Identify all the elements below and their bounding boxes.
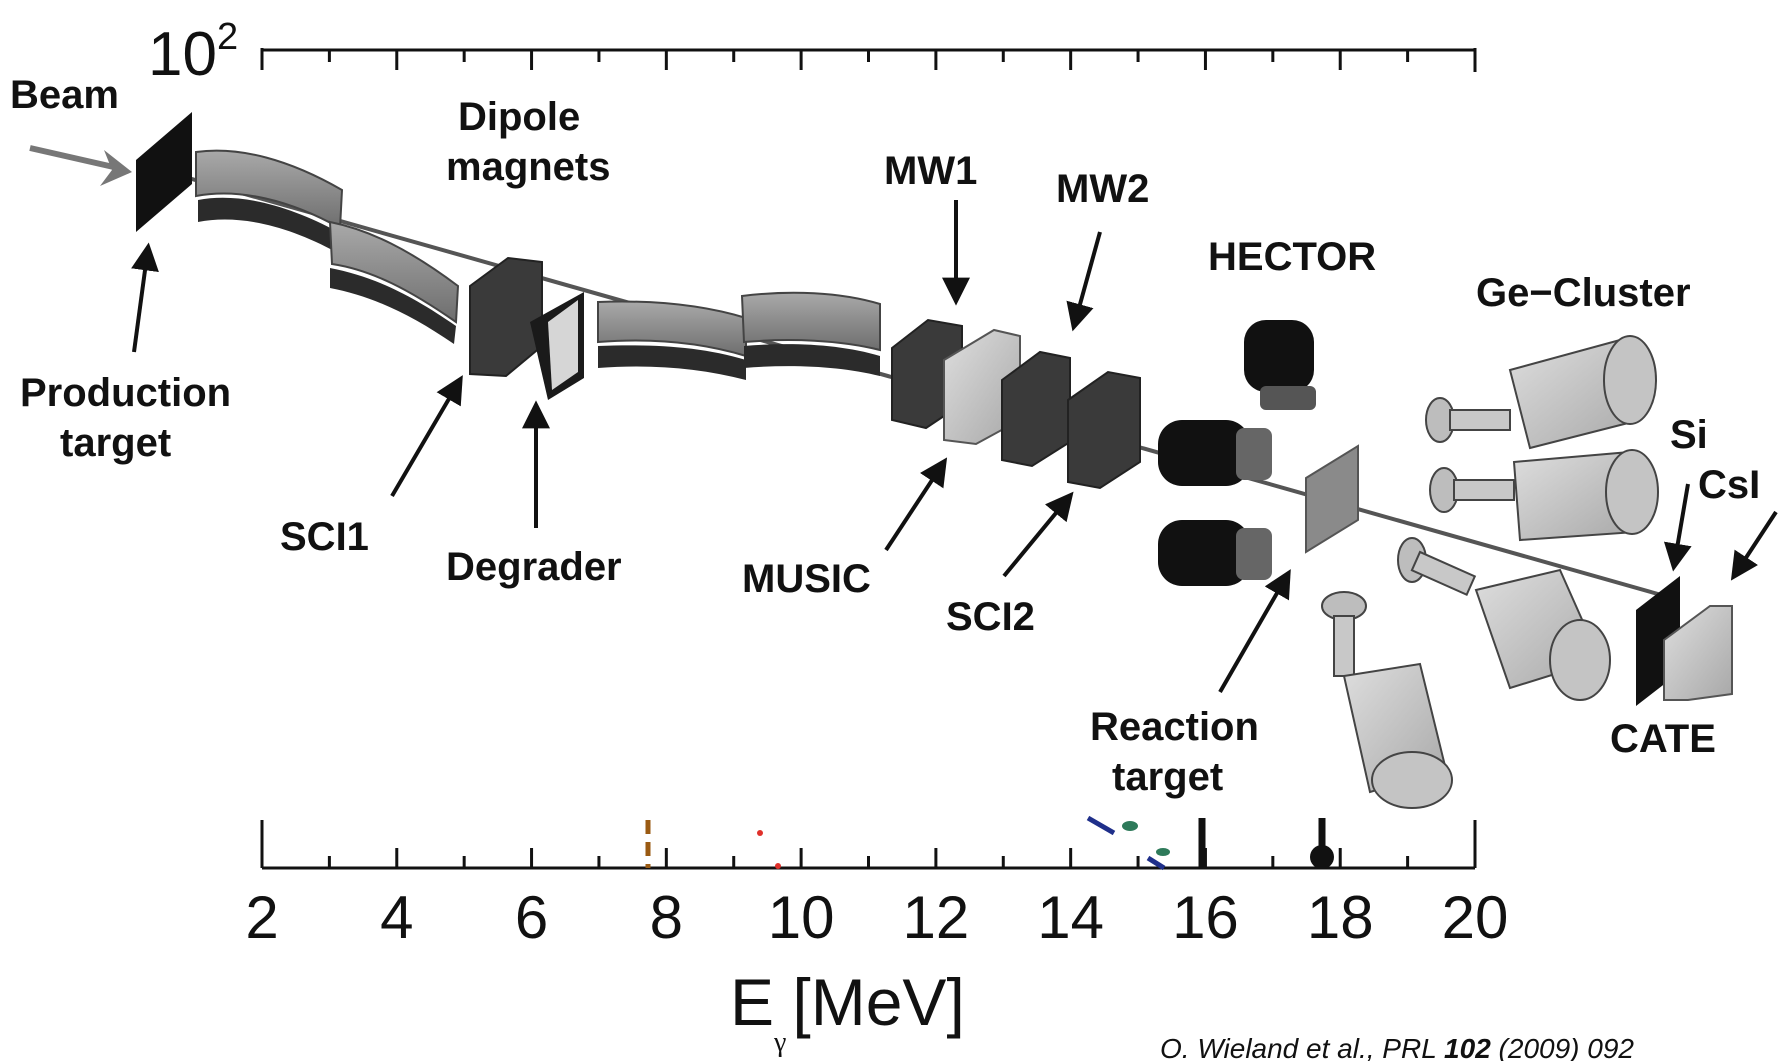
label-reaction-2: target [1112,755,1223,799]
spectrum-axes: 2 4 6 8 10 12 14 16 18 20 102 Eγ[MeV] [148,16,1508,1058]
x-tick-label: 10 [768,884,835,951]
label-mw2: MW2 [1056,167,1149,211]
label-dipole-1: Dipole [458,95,580,139]
label-sci2: SCI2 [946,595,1035,639]
x-tick-label: 20 [1442,884,1509,951]
csi-detector [1663,605,1733,701]
label-mw1: MW1 [884,149,977,193]
sci2-detector [1067,370,1141,490]
dipole-magnet-2 [328,220,460,344]
reaction-target [1305,444,1359,554]
label-degrader: Degrader [446,545,622,589]
red-marker [757,830,763,836]
green-marker [1122,821,1138,831]
citation: O. Wieland et al., PRL 102 (2009) 092 [1160,1033,1634,1061]
x-tick-label: 8 [650,884,683,951]
x-tick-label: 2 [245,884,278,951]
sci1-detector [469,256,543,378]
x-axis-label: Eγ[MeV] [730,965,965,1058]
blue-marker [1086,815,1116,836]
hector-detector-top [1244,320,1316,410]
label-dipole-2: magnets [446,145,611,189]
bottom-ticks [260,848,1477,868]
label-reaction-1: Reaction [1090,705,1259,749]
label-hector: HECTOR [1208,235,1376,279]
x-tick-label: 16 [1172,884,1239,951]
arrow-csi [1730,510,1778,581]
arrow-mw2 [1066,231,1102,332]
blue-marker-2 [1146,855,1166,871]
arrow-sci2 [1002,491,1074,578]
y-axis-top-label: 102 [148,16,238,89]
degrader-face [548,300,578,390]
label-beam: Beam [10,73,119,117]
green-marker-2 [1156,848,1170,856]
label-sci1: SCI1 [280,515,369,559]
arrow-production-target [131,242,159,353]
dipole-magnet-4 [740,291,881,376]
pointer-arrows [131,200,1778,693]
label-si: Si [1670,413,1708,457]
x-tick-label: 14 [1037,884,1104,951]
x-tick-label: 18 [1307,884,1374,951]
production-target [136,112,192,232]
dipole-magnet-3 [597,300,747,380]
label-production-1: Production [20,371,231,415]
x-tick-labels: 2 4 6 8 10 12 14 16 18 20 [245,884,1508,951]
label-production-2: target [60,421,171,465]
ge-cluster-detector-3 [1397,537,1611,701]
x-tick-label: 6 [515,884,548,951]
ge-cluster-detector-2 [1429,449,1659,542]
label-ge-cluster: Ge−Cluster [1476,271,1691,315]
black-dot-18 [1310,845,1334,869]
arrow-sci1 [390,375,463,498]
ge-cluster-detector-4 [1321,591,1453,809]
label-csi: CsI [1698,463,1760,507]
x-tick-label: 4 [380,884,413,951]
arrow-music [884,457,948,552]
hector-detector-mid [1158,420,1272,486]
arrow-si [1663,483,1692,572]
hector-detector-low [1158,520,1272,586]
top-ticks [260,50,1477,70]
ge-cluster-detector-1 [1425,335,1657,450]
x-tick-label: 12 [903,884,970,951]
red-marker-2 [775,863,781,869]
beam-arrow [29,145,132,186]
arrow-reaction-target [1218,569,1291,693]
label-music: MUSIC [742,557,871,601]
label-cate: CATE [1610,717,1716,761]
